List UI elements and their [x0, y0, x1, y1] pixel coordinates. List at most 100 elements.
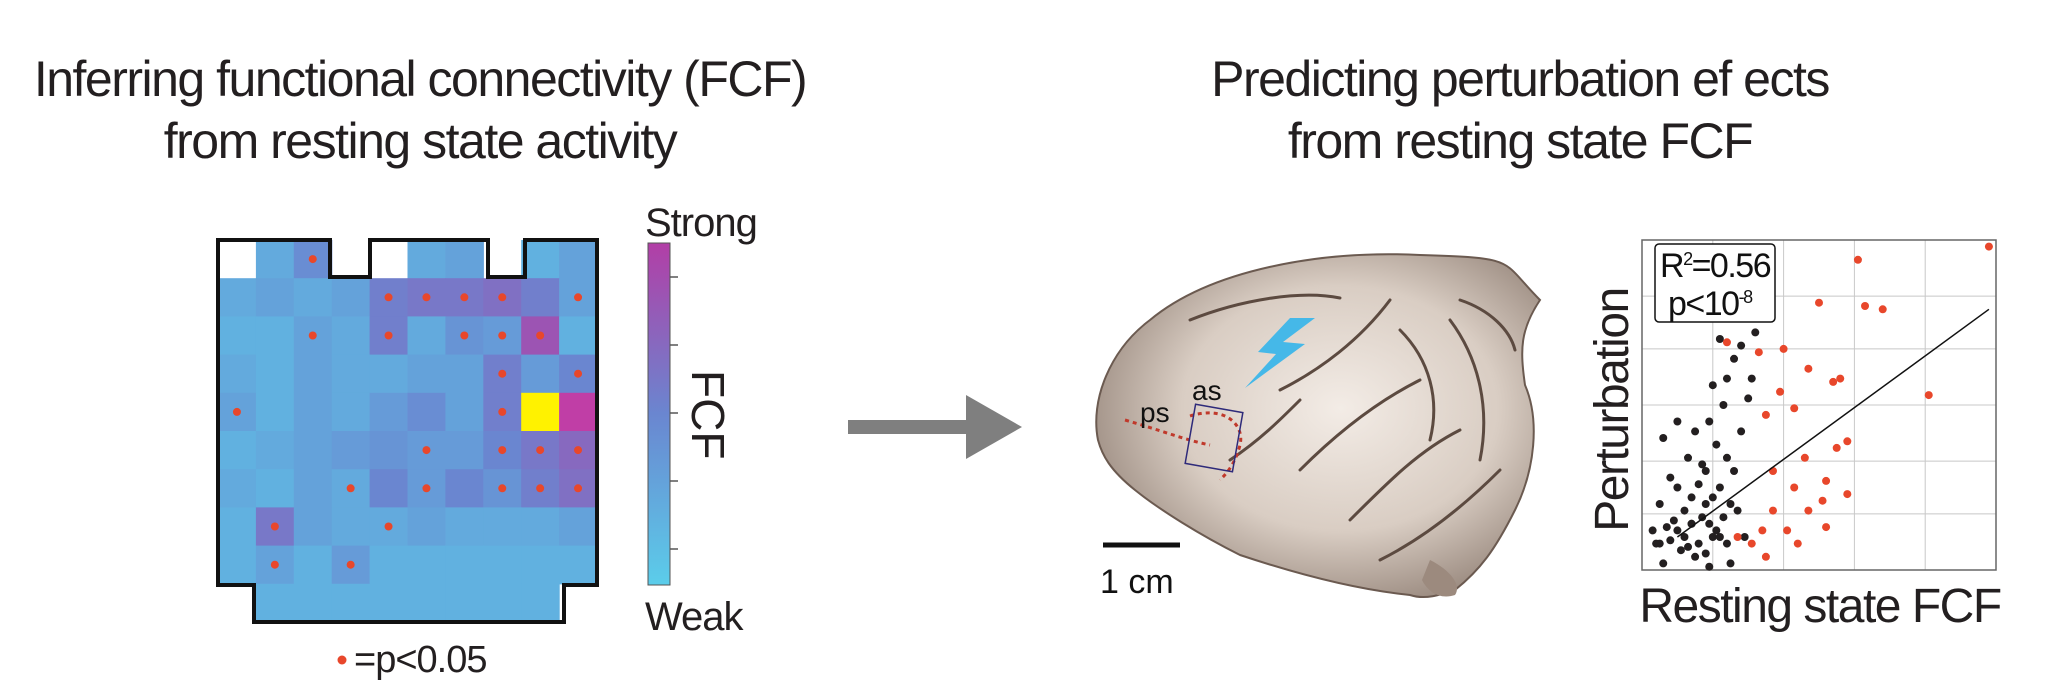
heatmap-cell: [218, 507, 257, 547]
significance-marker: [270, 560, 279, 569]
scatter-point: [1673, 526, 1682, 535]
heatmap-cell: [293, 354, 333, 394]
significance-marker: [498, 446, 507, 455]
heatmap-cell: [369, 545, 409, 585]
heatmap-cell: [331, 583, 371, 623]
scale-bar-label: 1 cm: [1100, 563, 1174, 601]
scatter-point: [1776, 387, 1785, 396]
heatmap-cell: [445, 469, 484, 508]
significance-marker: [308, 255, 317, 264]
scatter-point: [1659, 434, 1668, 442]
scatter-point: [1722, 453, 1731, 462]
colorbar-ticks: [670, 276, 678, 550]
scatter-point: [1722, 539, 1731, 548]
scatter-point: [1680, 506, 1689, 515]
heatmap-cell: [255, 316, 295, 356]
heatmap-cell: [445, 240, 484, 279]
heatmap-cell: [483, 583, 522, 623]
brain-outline: [1095, 253, 1542, 599]
significance-marker: [498, 293, 507, 302]
heatmap-cell: [255, 278, 295, 317]
scatter-point: [1751, 328, 1760, 337]
scatter-point: [1754, 348, 1763, 357]
scatter-point: [1853, 255, 1862, 264]
fcf-heatmap: [218, 240, 598, 623]
scatter-points: [1648, 242, 1993, 571]
scatter-point: [1829, 377, 1838, 386]
scatter-point: [1730, 354, 1739, 363]
heatmap-cell: [407, 507, 446, 547]
heatmap-cell: [293, 545, 333, 585]
heatmap-cell: [369, 392, 409, 432]
heatmap-cell: [293, 392, 333, 432]
heatmap-cell: [255, 469, 295, 508]
heatmap-cell: [521, 392, 560, 432]
right-title-line2: from resting state FCF: [1287, 113, 1754, 169]
scatter-point: [1712, 526, 1721, 535]
left-panel-title: Inferring functional connectivity (FCF) …: [30, 48, 810, 172]
scatter-point: [1836, 374, 1845, 383]
heatmap-cell: [255, 583, 295, 623]
scatter-point: [1673, 483, 1682, 492]
brain-stem: [1422, 560, 1458, 597]
scatter-point: [1715, 533, 1724, 541]
transition-arrow: [848, 395, 1022, 459]
significance-marker: [536, 446, 545, 455]
heatmap-cell: [445, 507, 484, 547]
significance-marker: [308, 331, 317, 340]
r-squared-label: R2=0.56: [1660, 247, 1771, 285]
significance-marker: [498, 331, 507, 340]
scatter-point: [1740, 533, 1749, 541]
significance-marker: [498, 369, 507, 378]
electrode-array-outline: [216, 238, 599, 624]
significance-marker: [574, 369, 583, 378]
scatter-point: [1822, 523, 1831, 532]
left-title-line1: Inferring functional connectivity (FCF): [33, 51, 808, 107]
heatmap-cell: [521, 278, 560, 317]
scatter-point: [1768, 506, 1777, 515]
scatter-point: [1698, 460, 1707, 469]
significance-marker: [498, 407, 507, 416]
heatmap-cell: [331, 431, 371, 470]
heatmap-cell: [218, 431, 257, 470]
significance-marker: [536, 484, 545, 493]
heatmap-cell: [331, 354, 371, 394]
heatmap-cell: [255, 354, 295, 394]
scatter-point: [1779, 344, 1788, 353]
stats-box: [1654, 243, 1776, 323]
regression-fit-line: [1676, 308, 1990, 538]
brain-illustration: ps as 1 cm: [1095, 253, 1542, 601]
heatmap-cell: [559, 545, 598, 585]
heatmap-cell: [331, 278, 371, 317]
significance-marker: [574, 484, 583, 493]
scatter-point: [1843, 490, 1852, 499]
scatter-point: [1705, 519, 1714, 528]
scatter-point: [1694, 539, 1703, 548]
heatmap-cell: [559, 507, 598, 547]
significance-marker-legend: [337, 655, 347, 665]
scatter-point: [1666, 473, 1675, 482]
heatmap-cell: [521, 507, 560, 547]
scatter-point: [1719, 513, 1728, 522]
heatmap-cell: [445, 431, 484, 470]
heatmap-cell: [218, 545, 257, 585]
heatmap-cell: [483, 545, 522, 585]
scatter-point: [1804, 364, 1813, 373]
heatmap-cell: [559, 316, 598, 356]
p-value-label: p<10-8: [1668, 285, 1753, 323]
heatmap-cell: [445, 545, 484, 585]
heatmap-cell: [521, 240, 560, 279]
scatter-point: [1984, 242, 1993, 251]
heatmap-cell: [255, 392, 295, 432]
right-title-line1: Predicting perturbation ef ects: [1211, 51, 1830, 107]
scatter-point: [1691, 427, 1700, 436]
scatter-point: [1673, 417, 1682, 426]
scatter-point: [1790, 404, 1799, 413]
brain-label-ps: ps: [1140, 397, 1170, 428]
scatter-point: [1705, 417, 1714, 426]
scatter-point: [1818, 496, 1827, 505]
scatter-point: [1758, 526, 1767, 535]
heatmap-cell: [445, 354, 484, 394]
scatter-point: [1708, 493, 1717, 502]
